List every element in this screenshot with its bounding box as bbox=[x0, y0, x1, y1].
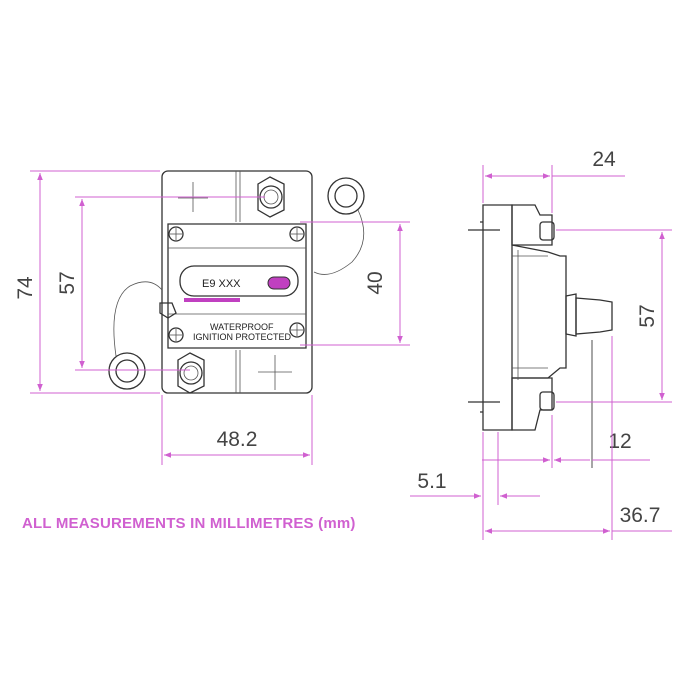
reset-lever-icon bbox=[565, 293, 613, 337]
dimension-24: 24 bbox=[482, 148, 625, 213]
svg-text:40: 40 bbox=[364, 271, 387, 294]
terminal-cap-top-icon bbox=[313, 177, 365, 275]
svg-text:48.2: 48.2 bbox=[217, 428, 258, 451]
dimension-74: 74 bbox=[14, 170, 160, 394]
hex-bolt-top-icon bbox=[257, 176, 285, 218]
svg-text:5.1: 5.1 bbox=[417, 470, 446, 493]
label-panel bbox=[167, 223, 307, 349]
side-body bbox=[511, 244, 567, 379]
side-terminal-top bbox=[511, 204, 553, 246]
svg-text:57: 57 bbox=[636, 304, 659, 327]
svg-text:74: 74 bbox=[14, 276, 37, 300]
model-window bbox=[179, 265, 299, 297]
breaker-body bbox=[161, 170, 313, 394]
dimension-36-7: 36.7 bbox=[482, 336, 672, 540]
label-ignition: IGNITION PROTECTED bbox=[193, 332, 292, 342]
side-flange bbox=[482, 204, 513, 431]
measurement-note: ALL MEASUREMENTS IN MILLIMETRES (mm) bbox=[22, 515, 356, 532]
front-view: E9 XXX WATERPROOF IGNITION PROTECTED bbox=[14, 170, 410, 465]
dimension-57-side: 57 bbox=[556, 229, 672, 403]
side-view: 24 57 12 5.1 bbox=[410, 148, 672, 540]
dimension-57-front: 57 bbox=[56, 196, 265, 371]
dimension-5-1: 5.1 bbox=[410, 432, 540, 505]
hex-bolt-bottom-icon bbox=[177, 352, 205, 394]
terminal-cap-bottom-icon bbox=[108, 281, 163, 390]
screw-bottom-right-icon bbox=[289, 322, 305, 338]
trip-strip bbox=[184, 298, 240, 302]
status-indicator bbox=[267, 276, 291, 290]
screw-top-left-icon bbox=[168, 226, 184, 242]
svg-text:12: 12 bbox=[608, 430, 631, 453]
dimension-12: 12 bbox=[482, 415, 650, 468]
mount-hole-bottom-right-icon bbox=[258, 355, 292, 390]
screw-bottom-left-icon bbox=[168, 327, 184, 343]
dimension-48-2: 48.2 bbox=[161, 395, 313, 465]
svg-text:24: 24 bbox=[592, 148, 616, 171]
label-waterproof: WATERPROOF bbox=[210, 322, 274, 332]
svg-text:57: 57 bbox=[56, 271, 79, 294]
svg-text:36.7: 36.7 bbox=[620, 504, 661, 527]
side-terminal-bottom bbox=[511, 377, 553, 431]
screw-top-right-icon bbox=[289, 226, 305, 242]
dimension-40: 40 bbox=[300, 221, 410, 346]
model-label: E9 XXX bbox=[202, 278, 241, 290]
